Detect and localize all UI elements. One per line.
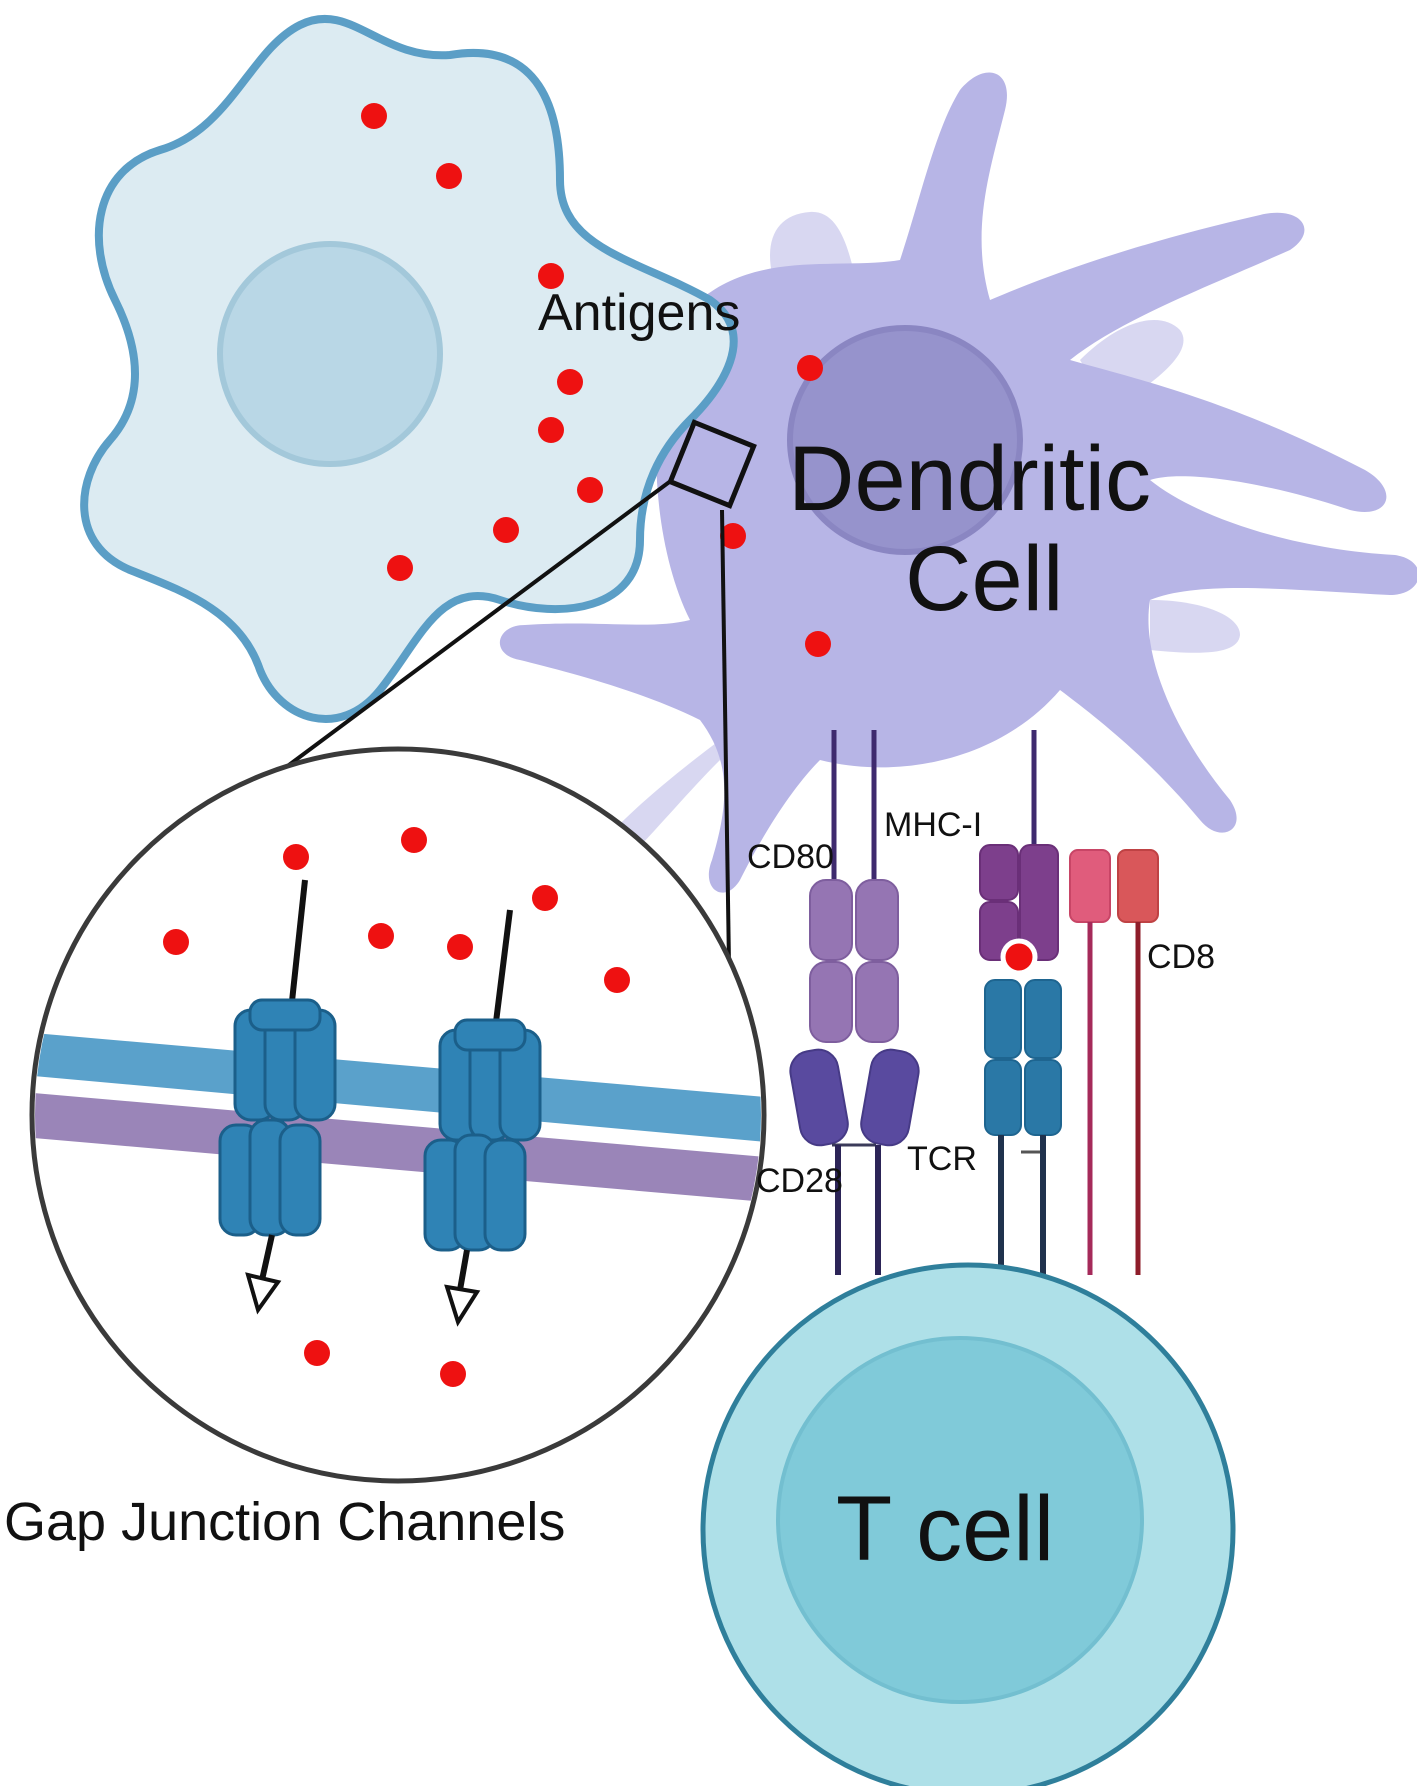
cd8-molecule bbox=[1069, 849, 1159, 1275]
antigen-dot-icon bbox=[304, 1340, 330, 1366]
antigen-dots bbox=[361, 103, 831, 657]
antigen-dot-icon bbox=[538, 263, 564, 289]
gap-junction-channel-icon bbox=[218, 879, 337, 1315]
tcr-molecule bbox=[984, 979, 1062, 1136]
antigen-dot-icon bbox=[720, 523, 746, 549]
label-cd80: CD80 bbox=[747, 838, 834, 876]
antigen-dot-icon bbox=[577, 477, 603, 503]
antigen-dot-icon bbox=[557, 369, 583, 395]
label-antigens: Antigens bbox=[538, 284, 740, 342]
label-cd28: CD28 bbox=[756, 1162, 843, 1200]
t-cell-icon bbox=[700, 1262, 1236, 1786]
label-cd8: CD8 bbox=[1147, 938, 1215, 976]
antigen-dot-icon bbox=[387, 555, 413, 581]
antigen-dot-icon bbox=[436, 163, 462, 189]
label-gap-junction: Gap Junction Channels bbox=[4, 1492, 565, 1552]
label-t-cell: T cell bbox=[836, 1478, 1054, 1580]
label-tcr: TCR bbox=[907, 1140, 977, 1178]
zoom-antigen-dots bbox=[163, 827, 630, 1387]
label-dendritic: Dendritic bbox=[788, 428, 1151, 530]
antigen-dot-icon bbox=[440, 1361, 466, 1387]
antigen-dot-icon bbox=[604, 967, 630, 993]
gap-junction-channel-icon bbox=[423, 909, 542, 1327]
cd80-molecule bbox=[809, 879, 899, 1043]
label-dendritic-cell: Cell bbox=[905, 528, 1063, 630]
antigen-dot-icon bbox=[493, 517, 519, 543]
antigen-dot-icon bbox=[368, 923, 394, 949]
antigen-dot-icon bbox=[361, 103, 387, 129]
antigen-dot-icon bbox=[447, 934, 473, 960]
label-mhc-i: MHC-I bbox=[884, 806, 982, 844]
antigen-dot-icon bbox=[797, 355, 823, 381]
antigen-dot-icon bbox=[538, 417, 564, 443]
antigen-dot-icon bbox=[805, 631, 831, 657]
receptor-group bbox=[789, 730, 1159, 1275]
antigen-dot-icon bbox=[163, 929, 189, 955]
antigen-dot-icon bbox=[401, 827, 427, 853]
antigen-dot-icon bbox=[283, 844, 309, 870]
presented-antigen-icon bbox=[1000, 938, 1038, 976]
tumor-cell-icon bbox=[80, 15, 738, 723]
antigen-dot-icon bbox=[532, 885, 558, 911]
gap-junction-zoom bbox=[29, 746, 767, 1484]
cd28-molecule bbox=[789, 1048, 920, 1147]
